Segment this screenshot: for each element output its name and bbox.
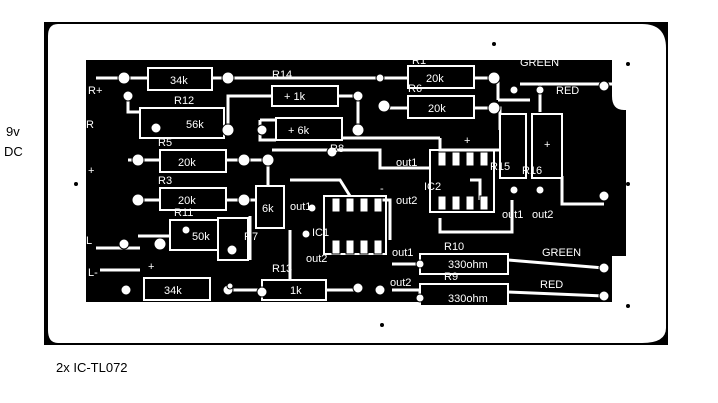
label-r14-value: + 1k: [284, 91, 306, 103]
label-r12: R12: [174, 95, 194, 107]
label-r15: R15: [490, 161, 510, 173]
resistor-34k-bottom: [143, 277, 211, 301]
resistor-r6: [407, 95, 475, 119]
ic1-outline: [323, 195, 387, 255]
caption: 2x IC-TL072: [56, 360, 128, 375]
label-r6: R6: [408, 83, 422, 95]
label-r11-value: 50k: [192, 231, 210, 243]
pads: [117, 71, 610, 303]
ic2-outline: [429, 149, 495, 213]
label-r13: R13: [272, 263, 292, 275]
label-out1-ic1: out1: [290, 201, 311, 213]
power-label-dc: DC: [4, 144, 23, 159]
label-r13-value: 1k: [290, 285, 302, 297]
label-20k-top: 20k: [426, 73, 444, 85]
label-r11: R11: [174, 207, 193, 219]
label-r1: R1: [412, 55, 426, 67]
label-out1-right: out1: [502, 209, 523, 221]
label-r5-value: 20k: [178, 157, 196, 169]
label-out2-ic2: out2: [396, 195, 417, 207]
label-out1-bottom: out1: [392, 247, 413, 259]
label-plus-r16: +: [544, 139, 550, 151]
label-r14: R14: [272, 69, 292, 81]
label-out1-ic2: out1: [396, 157, 417, 169]
label-r9-value: 330ohm: [448, 293, 488, 305]
label-out2-right: out2: [532, 209, 553, 221]
ic-footprints: [323, 149, 495, 255]
resistor-34k-top: [147, 67, 213, 91]
label-ic2: IC2: [424, 181, 441, 193]
label-6k-mid: + 6k: [288, 125, 310, 137]
label-r-plus: R+: [88, 85, 102, 97]
label-r6-value: 20k: [428, 103, 446, 115]
label-green-bottom: GREEN: [542, 247, 581, 259]
label-out2-bottom: out2: [390, 277, 411, 289]
label-r3-value: 20k: [178, 195, 196, 207]
label-r8: R8: [330, 143, 344, 155]
label-plus-left: +: [88, 165, 94, 177]
resistor-r14: [271, 85, 339, 107]
label-r16: R16: [522, 165, 542, 177]
label-plus-ic2: +: [464, 135, 470, 147]
resistor-r3: [159, 187, 227, 211]
label-r3: R3: [158, 175, 172, 187]
label-r10: R10: [444, 241, 464, 253]
resistor-20k-top: [407, 65, 475, 89]
label-r7-value: 6k: [262, 203, 274, 215]
resistors: [139, 65, 563, 307]
label-red-bottom: RED: [540, 279, 563, 291]
resistor-r16: [531, 113, 563, 179]
resistor-r5: [159, 149, 227, 173]
label-ic1: IC1: [312, 227, 329, 239]
label-r5: R5: [158, 137, 172, 149]
mounting-dots: [74, 42, 630, 327]
power-label-9v: 9v: [6, 124, 20, 139]
resistor-6k-vertical: [255, 185, 285, 229]
label-out2-ic1: out2: [306, 253, 327, 265]
label-minus-ic1: -: [380, 183, 384, 195]
label-r7: R7: [244, 231, 258, 243]
label-green-top: GREEN: [520, 57, 559, 69]
ic-pins: [331, 151, 489, 255]
label-34k-top: 34k: [170, 75, 188, 87]
label-r4: R4: [192, 301, 206, 313]
label-red-top: RED: [556, 85, 579, 97]
resistor-r15: [499, 113, 527, 179]
label-plus-r11: +: [148, 261, 154, 273]
label-34k-bottom: 34k: [164, 285, 182, 297]
label-r10-value: 330ohm: [448, 259, 488, 271]
resistor-6k-mid: [275, 117, 343, 141]
label-r-in: R: [86, 119, 94, 131]
label-r9: R9: [444, 271, 458, 283]
resistor-r12: [139, 107, 225, 139]
resistor-r11: [169, 219, 221, 251]
label-r12-value: 56k: [186, 119, 204, 131]
label-l-minus: L-: [88, 267, 98, 279]
label-l-in: L: [86, 235, 92, 247]
